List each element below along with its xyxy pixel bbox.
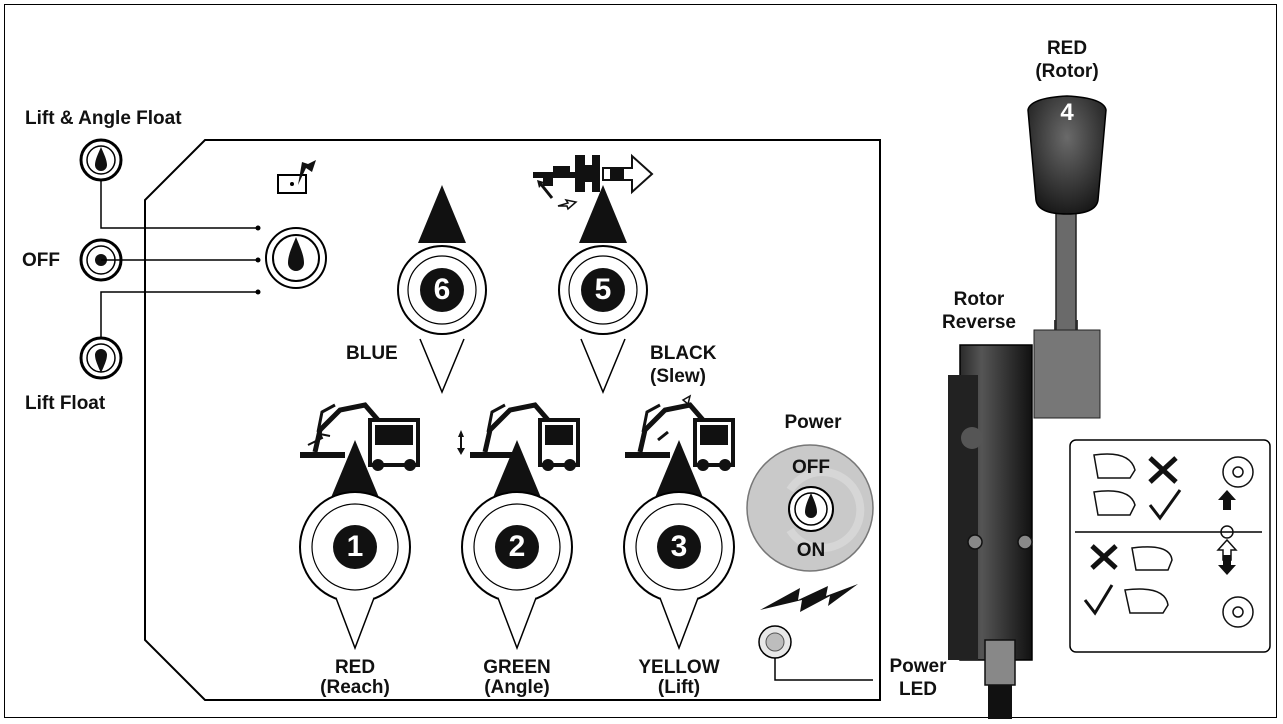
power-title: Power <box>784 412 842 433</box>
lever-5-function-label: (Slew) <box>650 366 706 387</box>
slew-lock-icon <box>533 153 654 211</box>
check-icon <box>1148 489 1182 521</box>
rotor-lever[interactable] <box>948 95 1107 719</box>
lever-5-number: 5 <box>581 268 625 312</box>
lift-arm-icon <box>625 394 735 471</box>
lightning-icon <box>760 584 858 612</box>
lever-3-function-label: (Lift) <box>657 677 701 698</box>
cross-icon <box>1148 456 1178 484</box>
rotor-reverse-label-line1: Rotor <box>953 289 1005 310</box>
lift-float-label: Lift Float <box>25 393 106 414</box>
power-led-label-line2: LED <box>899 679 937 700</box>
power-led <box>758 625 873 681</box>
lever-1-function-label: (Reach) <box>320 677 390 698</box>
reach-arm-icon <box>300 402 420 471</box>
lift-angle-float-label: Lift & Angle Float <box>25 108 182 129</box>
lever-6-number: 6 <box>420 268 464 312</box>
lever-1-number: 1 <box>333 525 377 569</box>
lever-5-color-label: BLACK <box>650 343 717 364</box>
off-label: OFF <box>22 250 60 271</box>
rotor-color-label: RED <box>1046 38 1088 59</box>
rotor-direction-icon <box>1093 453 1254 628</box>
power-led-label-line1: Power <box>889 656 947 677</box>
diagram-frame <box>4 4 1277 718</box>
angle-arm-icon <box>457 402 580 471</box>
lever-6-color-label: BLUE <box>346 343 398 364</box>
lever-3-number: 3 <box>657 525 701 569</box>
lever-3-color-label: YELLOW <box>638 657 720 678</box>
rotor-function-label: (Rotor) <box>1035 61 1099 82</box>
lever-1-color-label: RED <box>334 657 376 678</box>
rotor-lever-number: 4 <box>1060 99 1074 126</box>
lift-float-icon <box>277 160 316 194</box>
lever-2-function-label: (Angle) <box>484 677 550 698</box>
check-icon <box>1083 584 1114 616</box>
lever-3-yellow[interactable] <box>623 440 735 651</box>
lever-2-color-label: GREEN <box>483 657 551 678</box>
power-on-label: ON <box>796 540 826 561</box>
rotor-reverse-label-line2: Reverse <box>942 312 1016 333</box>
float-selector <box>79 138 327 380</box>
cross-icon <box>1090 544 1118 570</box>
power-off-label: OFF <box>792 457 830 478</box>
lever-2-number: 2 <box>495 525 539 569</box>
power-switch[interactable] <box>746 444 874 572</box>
rotor-direction-panel <box>1069 439 1271 653</box>
